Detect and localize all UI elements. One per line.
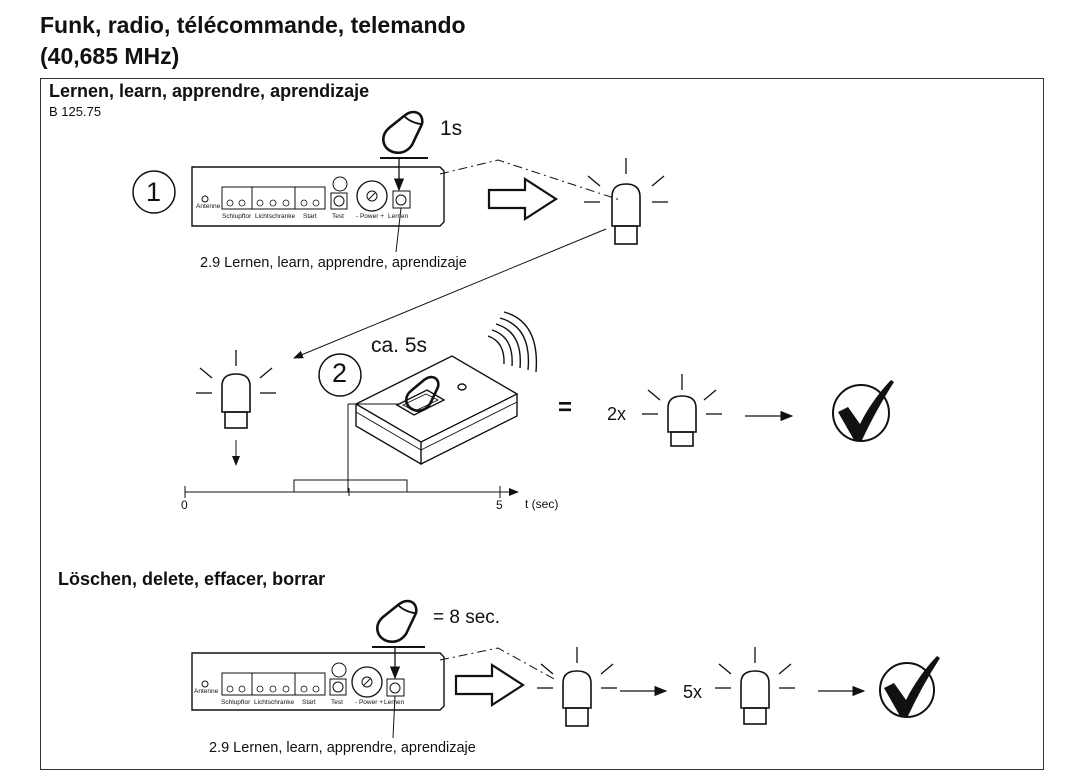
power-label-2: - Power +: [355, 699, 383, 706]
delete-hold-duration: = 8 sec.: [433, 607, 501, 628]
lamp-icon-4: [537, 647, 617, 727]
big-arrow-1: [487, 176, 559, 222]
delete-caption: 2.9 Lernen, learn, apprendre, aprendizaj…: [209, 740, 476, 756]
finger-press-icon: [382, 110, 424, 155]
reference-number: B 125.75: [49, 104, 102, 119]
test-label-2: Test: [331, 699, 343, 706]
blink-count-learn: 2x: [607, 404, 627, 424]
title-line-1: Funk, radio, télécommande, telemando: [40, 12, 466, 38]
checkmark-icon-1: [832, 380, 894, 442]
timeline-unit: t (sec): [525, 497, 559, 511]
hold-duration-label: ca. 5s: [371, 334, 428, 357]
title-line-2: (40,685 MHz): [40, 43, 180, 69]
equals-sign: =: [558, 394, 573, 421]
timeline-start: 0: [181, 498, 188, 512]
big-arrow-2: [454, 662, 526, 708]
test-label: Test: [332, 213, 344, 220]
press-duration-label: 1s: [440, 117, 463, 140]
control-unit-2: [191, 646, 445, 739]
terminal-3-label-2: Start: [302, 699, 316, 706]
terminal-2-label: Lichtschranke: [255, 213, 296, 220]
lamp-icon-2: [196, 350, 276, 429]
control-unit-1: [191, 157, 445, 253]
learn-heading: Lernen, learn, apprendre, aprendizaje: [49, 81, 370, 101]
diagram-frame: [40, 78, 1044, 770]
finger-press-icon-3: [376, 599, 418, 644]
blink-count-delete: 5x: [683, 682, 703, 702]
step-1-label: 1: [146, 177, 162, 207]
terminal-1-label: Schlupftor: [222, 213, 252, 220]
step-2-badge: [318, 353, 362, 397]
terminal-3-label: Start: [303, 213, 317, 220]
finger-press-icon-2: [404, 375, 440, 413]
power-label: - Power +: [356, 213, 384, 220]
step-2-label: 2: [332, 358, 348, 388]
step-1-badge: [132, 170, 176, 214]
delete-heading: Löschen, delete, effacer, borrar: [58, 569, 326, 589]
learn-caption-1: 2.9 Lernen, learn, apprendre, aprendizaj…: [200, 255, 467, 271]
checkmark-icon-2: [879, 656, 940, 718]
lamp-icon-3: [642, 374, 722, 447]
lamp-icon-5: [715, 647, 795, 725]
learn-button-label: Lernen: [388, 213, 409, 220]
timeline-end: 5: [496, 498, 503, 512]
terminal-1-label-2: Schlupftor: [221, 699, 251, 706]
lamp-icon-1: [584, 158, 668, 245]
antenna-label-2: Antenne: [194, 688, 219, 695]
page-title: Funk, radio, télécommande, telemando (40…: [40, 10, 466, 72]
timeline-axis: [184, 403, 519, 498]
learn-button-label-2: Lernen: [384, 699, 405, 706]
terminal-2-label-2: Lichtschranke: [254, 699, 295, 706]
remote-transmitter-icon: [354, 311, 538, 466]
antenna-label: Antenne: [196, 203, 221, 210]
